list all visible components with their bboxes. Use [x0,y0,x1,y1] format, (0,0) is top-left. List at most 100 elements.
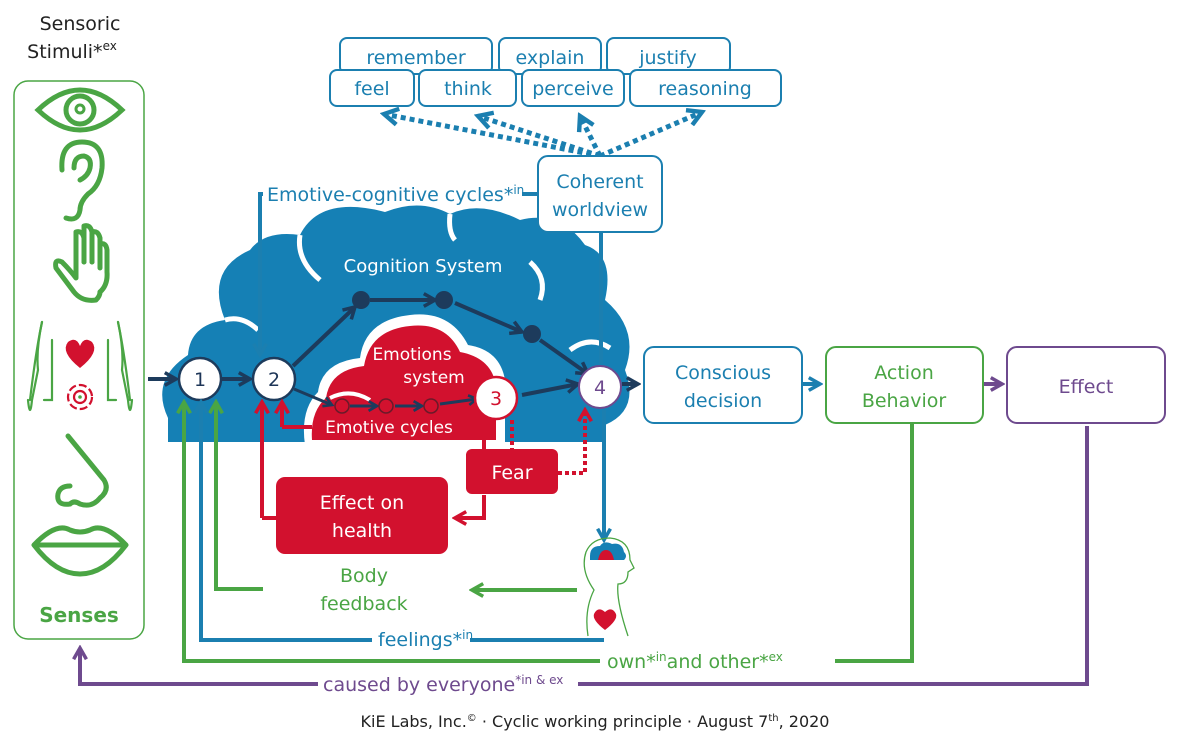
worldview-line2: worldview [552,199,648,221]
emotions-cloud: Emotions system Emotive cycles [303,314,505,445]
cognition-point [523,325,541,343]
activity-explain[interactable]: explain [498,37,602,75]
fear-box[interactable]: Fear [466,449,558,494]
emotive-cycles-label: Emotive cycles [325,418,453,438]
action-behavior-line1: Action [874,362,934,384]
activity-explain-label: explain [516,47,585,69]
feelings-text: feelings* [378,629,462,651]
emotive-cognitive-text: Emotive-cognitive cycles* [267,184,513,206]
footer-day-sup: th [768,713,778,724]
effect-label: Effect [1059,376,1114,398]
fear-label: Fear [491,462,532,484]
emotive-cognitive-loop [260,192,604,540]
activity-think-label: think [444,78,492,100]
senses-box [13,80,145,640]
nose-icon [55,433,109,508]
arrow-2-to-c1 [291,307,355,368]
footer-year: , 2020 [779,712,830,731]
emotive-point [423,398,439,414]
node-2[interactable]: 2 [251,356,297,402]
worldview-dotted-arrows [384,112,702,159]
arrow-c2-to-c3 [454,301,522,332]
own-text: own* [607,651,656,673]
activity-feel-label: feel [354,78,389,100]
own-other-label: own*inand other*ex [607,650,783,673]
ear-icon [59,139,105,222]
senses-label: Senses [39,603,119,627]
emotions-system-line2: system [403,368,464,388]
feelings-label: feelings*in [378,628,473,651]
node-1[interactable]: 1 [177,356,223,402]
worldview-line1: Coherent [556,171,643,193]
footer-title: · Cyclic working principle · August 7 [477,712,769,731]
activity-perceive[interactable]: perceive [521,69,625,107]
caused-by-line-right [578,426,1089,686]
own-other-line-right [835,422,914,663]
action-behavior-box[interactable]: Action Behavior [825,346,984,424]
emotive-cognitive-label: Emotive-cognitive cycles*in [267,183,524,206]
effect-box[interactable]: Effect [1006,346,1166,424]
activity-perceive-label: perceive [532,78,614,100]
own-sup: in [656,650,667,664]
activity-think[interactable]: think [418,69,517,107]
body-heart-icon [26,320,134,412]
activity-reasoning[interactable]: reasoning [629,69,782,107]
eye-icon [34,87,126,133]
caused-by-loop [80,648,318,686]
red-feedback-lines [262,402,486,518]
own-other-loop [184,402,600,663]
conscious-decision-line2: decision [684,390,762,412]
hand-icon [53,223,110,303]
cognitive-path [291,291,588,374]
arrow-c3-to-4 [538,338,588,374]
effect-on-health-line1: Effect on [320,492,404,514]
activity-remember[interactable]: remember [339,37,493,75]
node-3-label: 3 [490,388,502,410]
cognition-point [352,291,370,309]
node-3[interactable]: 3 [473,375,519,421]
conscious-decision-line1: Conscious [675,362,771,384]
effect-on-health-line2: health [332,520,392,542]
emotive-point [378,398,394,414]
senses-title-line1: Sensoric [40,13,121,35]
fear-dotted-lines [510,410,585,475]
emotive-point [334,398,350,414]
node-4[interactable]: 4 [578,365,622,409]
senses-panel: Sensoric Stimuli*ex [13,13,145,640]
caused-by-sup: *in & ex [515,673,563,687]
activity-boxes: remember explain justify feel think perc… [329,37,782,107]
node-4-label: 4 [594,377,606,399]
action-behavior-line2: Behavior [862,390,947,412]
feelings-sup: in [462,628,473,642]
footer-copyright: © [467,713,477,724]
activity-reasoning-label: reasoning [658,78,752,100]
body-feedback-loop [216,402,263,591]
coherent-worldview-box[interactable]: Coherent worldview [537,155,663,233]
node-1-label: 1 [194,369,206,391]
emotive-cognitive-sup: in [513,183,524,197]
body-feedback-line2: feedback [320,593,407,615]
other-text: and other* [667,651,769,673]
activity-justify[interactable]: justify [606,37,731,75]
feelings-loop [201,402,372,642]
senses-title-sup: ex [103,39,117,53]
effect-on-health-box[interactable]: Effect on health [276,477,448,554]
emotive-path [293,384,578,414]
activity-remember-label: remember [366,47,466,69]
footer-credit: KiE Labs, Inc.© · Cyclic working princip… [361,712,830,731]
caused-by-text: caused by everyone [323,674,515,696]
senses-title-text: Stimuli* [27,41,102,63]
footer-company: KiE Labs, Inc. [361,712,467,731]
conscious-decision-box[interactable]: Conscious decision [643,346,803,424]
activity-feel[interactable]: feel [329,69,415,107]
body-feedback-line1: Body [340,565,388,587]
node-2-label: 2 [268,369,280,391]
caused-by-label: caused by everyone*in & ex [323,673,563,696]
senses-title-line2: Stimuli*ex [27,39,117,63]
emotions-system-line1: Emotions [372,345,451,365]
cognition-point [435,291,453,309]
person-head-icon [583,537,635,637]
other-sup: ex [769,650,783,664]
cognition-system-label: Cognition System [344,256,503,277]
